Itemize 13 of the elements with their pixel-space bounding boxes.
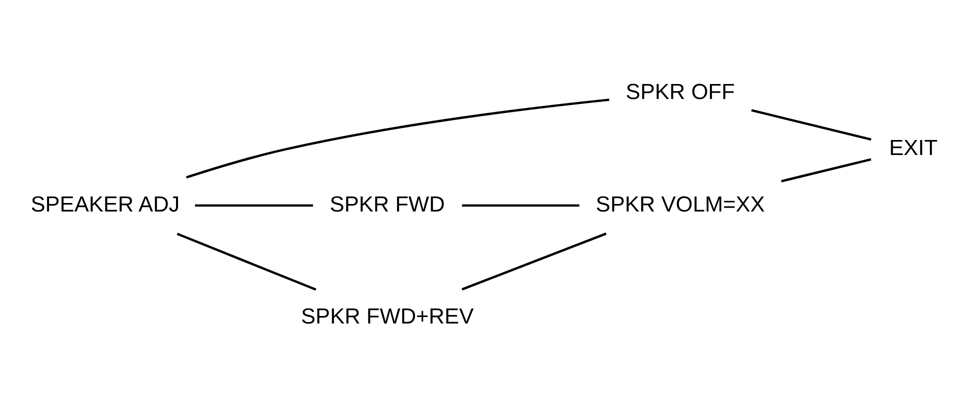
node-text: SPKR FWD (330, 190, 445, 216)
node-text: SPKR FWD+REV (301, 302, 474, 328)
connector (751, 108, 872, 140)
connector (462, 232, 607, 290)
node-text: EXIT (889, 134, 938, 160)
node-text: SPEAKER ADJ (30, 190, 180, 216)
connector (176, 232, 316, 290)
connector (462, 204, 580, 206)
connector (195, 204, 313, 206)
connector (781, 158, 872, 182)
node-text: SPKR OFF (626, 78, 735, 104)
connector (186, 98, 610, 178)
node-text: SPKR VOLM=XX (596, 190, 765, 216)
